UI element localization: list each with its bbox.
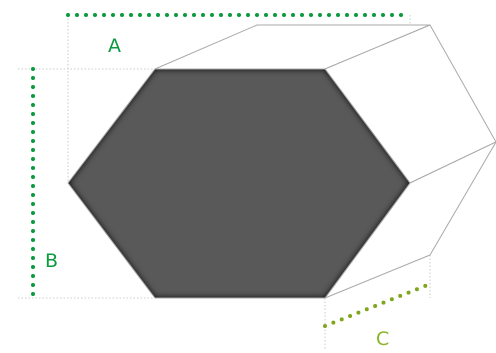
prism-front-face-shading bbox=[68, 69, 410, 298]
prism-front-face-outline bbox=[67, 68, 411, 299]
dimension-a-label: A bbox=[108, 35, 121, 57]
hexagonal-prism bbox=[67, 24, 496, 299]
dimension-a: A bbox=[66, 13, 412, 57]
dimension-c: C bbox=[323, 282, 432, 350]
dimension-c-label: C bbox=[376, 328, 389, 350]
dimension-c-line bbox=[323, 282, 432, 328]
dimension-b: B bbox=[31, 67, 58, 300]
dimension-b-label: B bbox=[45, 250, 58, 272]
